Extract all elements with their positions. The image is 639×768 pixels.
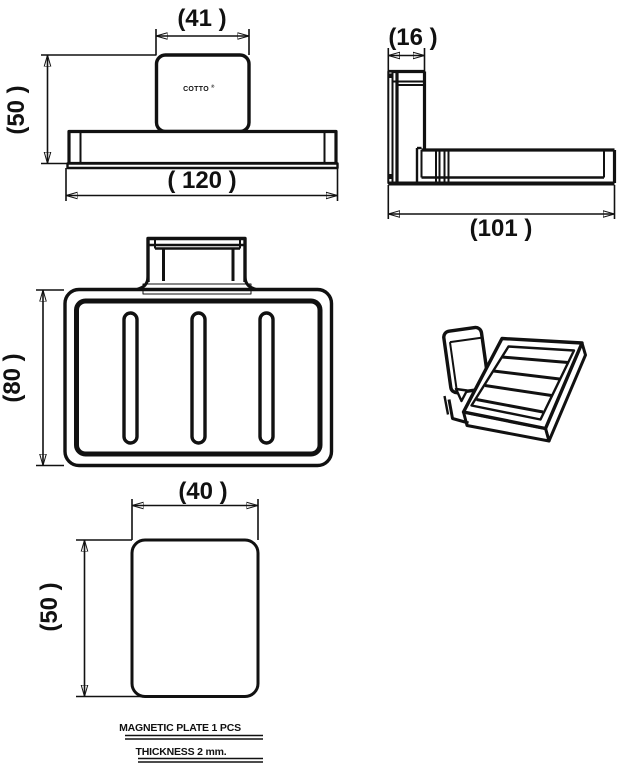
note-thickness: THICKNESS 2 mm. — [136, 746, 227, 758]
side-view: (16 ) (101 ) — [387, 24, 617, 242]
bracket-flare-right — [243, 275, 257, 291]
bracket-flare-left — [136, 275, 150, 291]
plate-cap-top — [388, 73, 393, 78]
dimension-label-40: (40 ) — [178, 478, 227, 505]
dimension-label-16: (16 ) — [388, 24, 437, 51]
tray-slat — [476, 398, 544, 414]
magnetic-plate-view: (40 ) (50 ) — [36, 478, 260, 698]
note-magnetic-plate: MAGNETIC PLATE 1 PCS — [119, 722, 241, 734]
dimension-label-101: (101 ) — [470, 215, 533, 242]
tray-lip-line — [447, 399, 469, 425]
dimension-label-50: (50 ) — [3, 85, 30, 134]
dimension-label-41: (41 ) — [177, 5, 226, 32]
registered-mark: ® — [211, 83, 215, 89]
dimension-label-80: (80 ) — [0, 353, 26, 402]
tray-slat — [493, 369, 560, 381]
front-view: (41 ) COTTO ® (50 ) ( 120 ) — [3, 5, 339, 201]
dish-front — [67, 129, 338, 166]
wall-plate-side — [387, 70, 394, 184]
tray-lip-line — [443, 395, 450, 415]
wall-plate-face-edge — [449, 336, 483, 344]
drain-slot — [258, 311, 275, 445]
drain-slot — [190, 311, 207, 445]
perspective-view — [442, 325, 587, 443]
wall-plate-face-edge — [448, 341, 459, 393]
brand-logo: COTTO — [183, 86, 209, 93]
plate-cap-bottom — [388, 174, 393, 179]
top-view: (80 ) — [0, 236, 334, 468]
tray-inner-rim — [470, 345, 576, 421]
drain-slot — [122, 311, 139, 445]
dimension-label-120: ( 120 ) — [167, 167, 236, 194]
dimension-label-50-plate: (50 ) — [36, 582, 63, 631]
bracket-outline — [146, 236, 247, 282]
notes-block: MAGNETIC PLATE 1 PCS THICKNESS 2 mm. — [119, 722, 263, 763]
wall-plate-3d — [442, 325, 491, 395]
tray-slat — [484, 384, 552, 397]
mount-hook-3d — [454, 387, 469, 403]
mount-cover-front — [154, 53, 251, 134]
tray-slat — [501, 355, 569, 364]
dish-bottom-lip — [66, 162, 339, 170]
magnetic-plate-outline — [130, 538, 260, 698]
dish-inner-rim — [74, 298, 323, 457]
